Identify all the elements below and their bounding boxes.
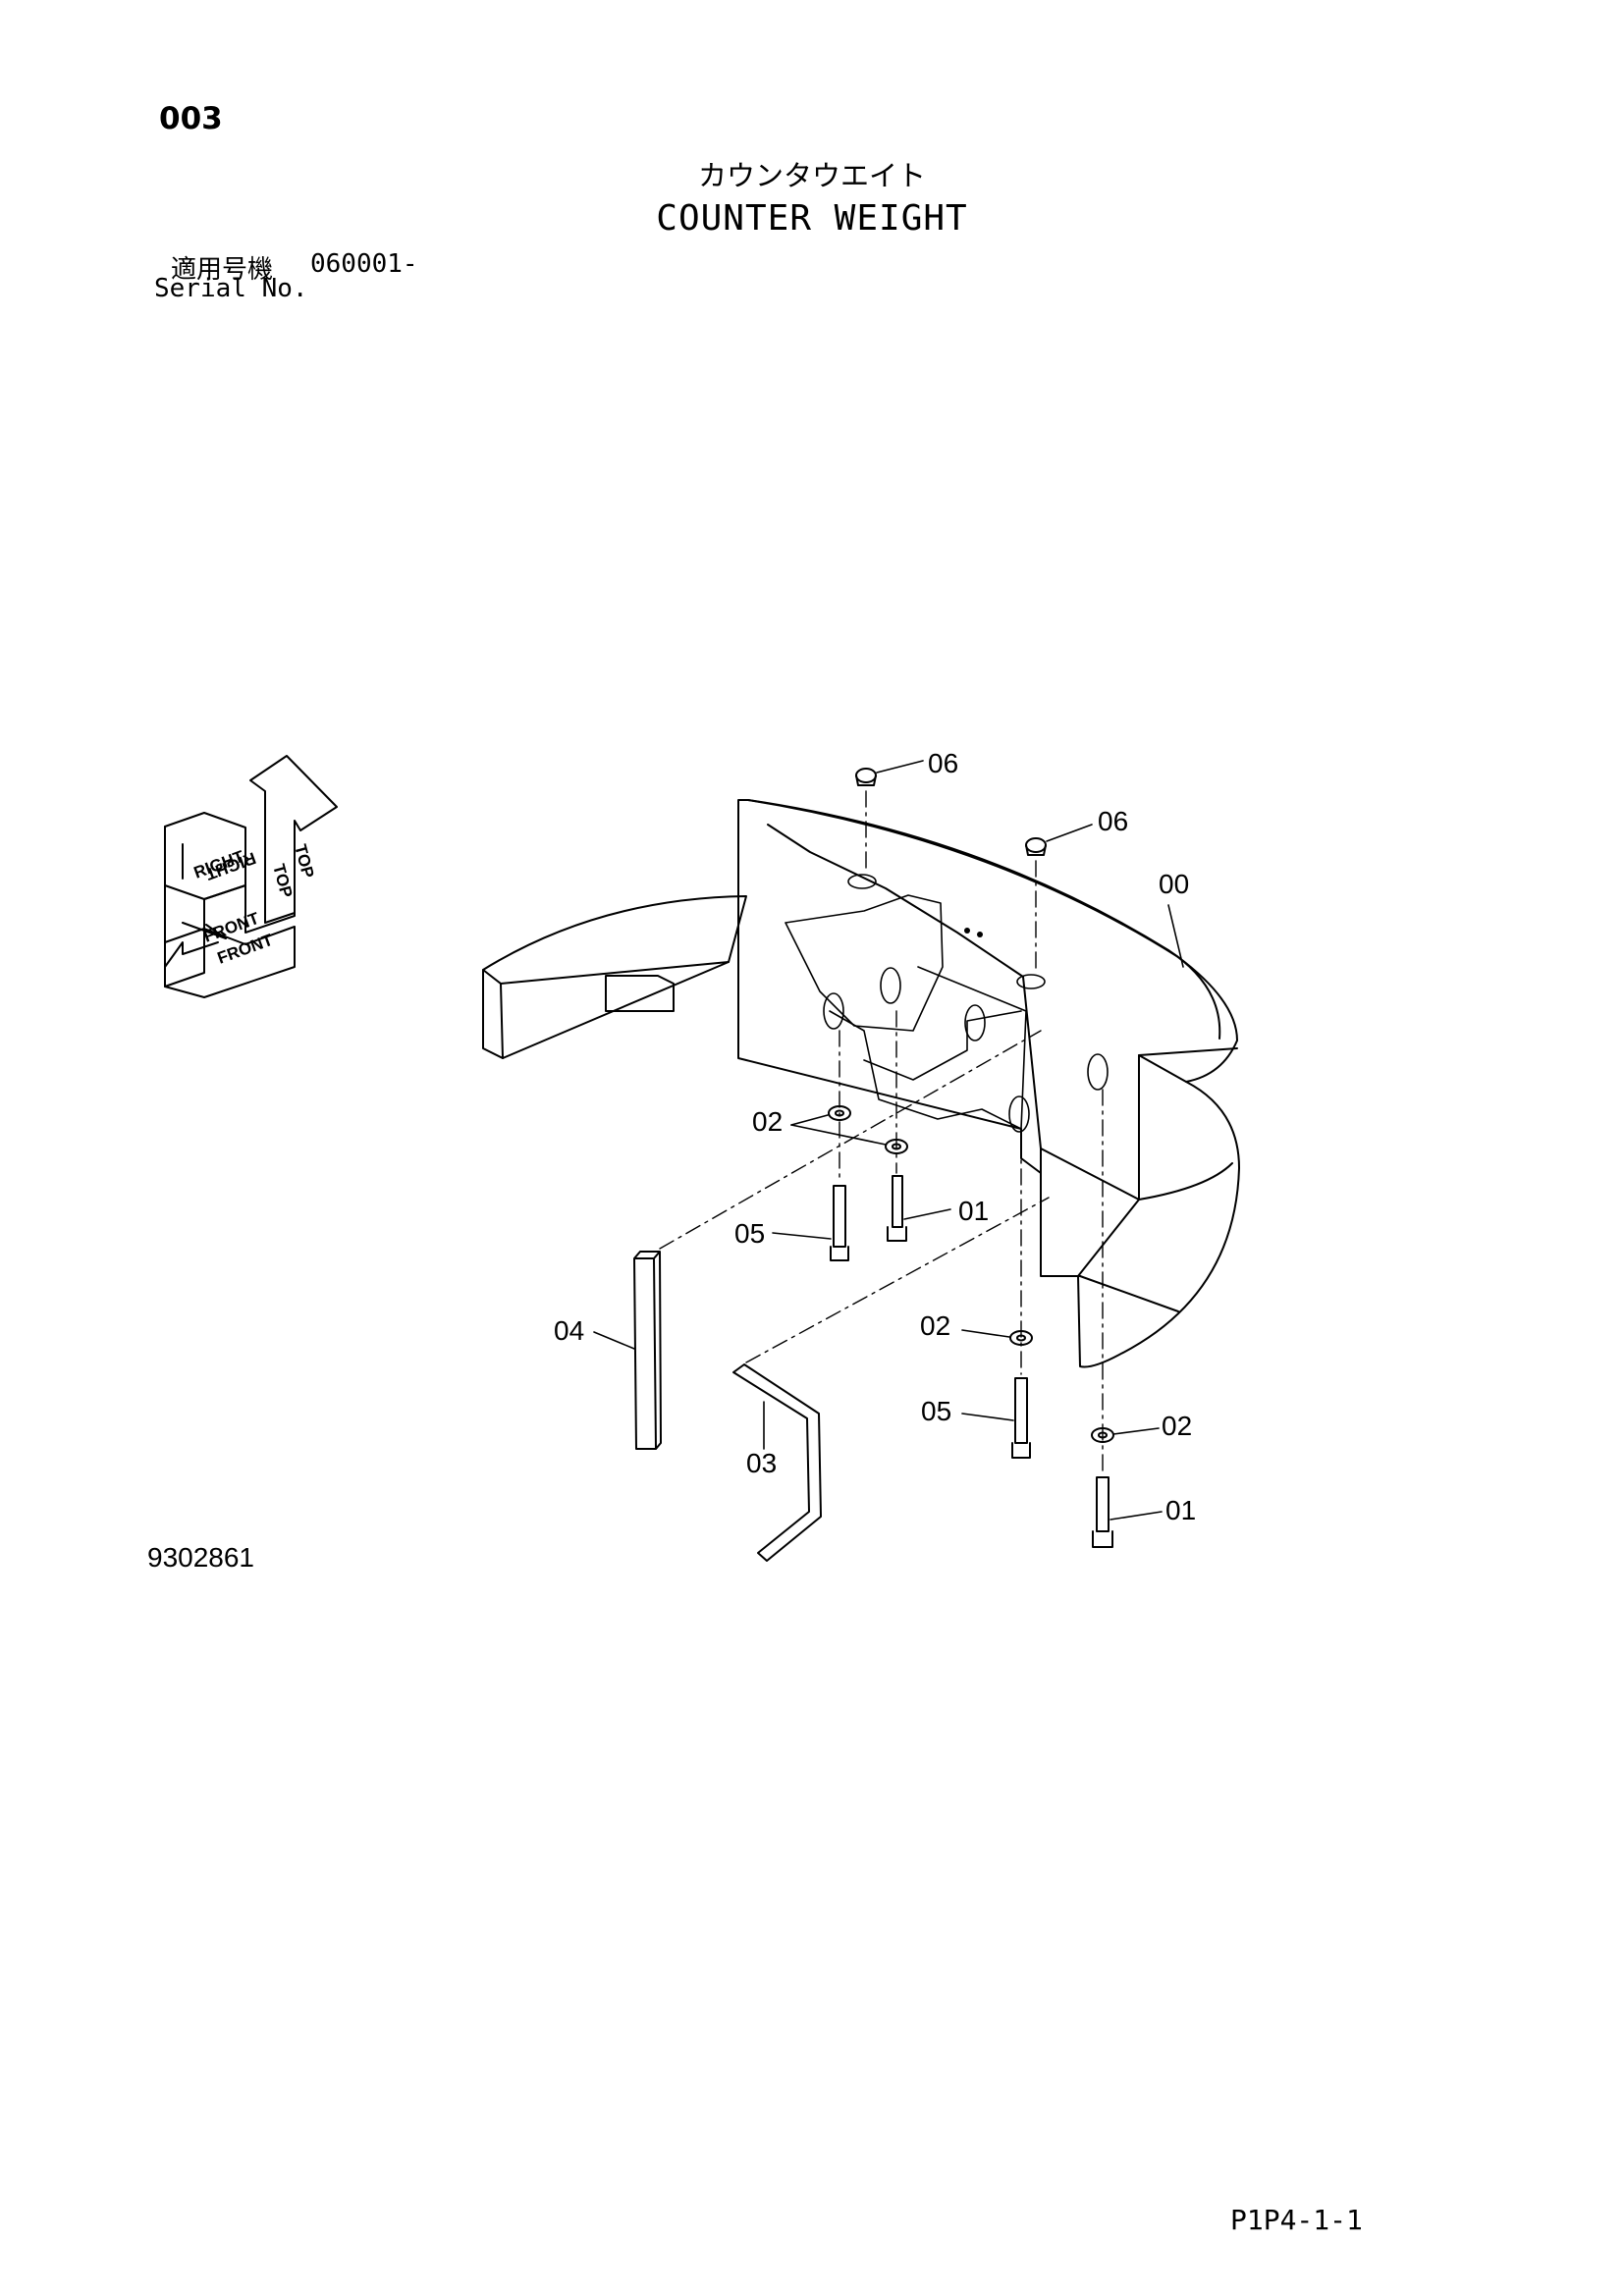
washers bbox=[828, 1105, 1114, 1443]
callout-06: 06 bbox=[928, 748, 958, 778]
orientation-cube-front-face bbox=[164, 926, 296, 998]
callout-06: 06 bbox=[1098, 806, 1128, 836]
bolt-head bbox=[1092, 1530, 1113, 1548]
orientation-right-arrow bbox=[182, 843, 227, 939]
counterweight-left-slot bbox=[605, 975, 675, 1012]
bolt-long bbox=[833, 1185, 846, 1248]
counterweight-right-wing bbox=[1077, 1081, 1240, 1368]
serial-label-japanese: 適用号機 bbox=[171, 255, 274, 285]
title-japanese: カウンタウエイト bbox=[697, 159, 926, 192]
leader-02a-1 bbox=[790, 1114, 829, 1126]
callout-02: 02 bbox=[752, 1106, 783, 1137]
pocket-floor-edge bbox=[829, 1010, 1022, 1130]
bolt-short bbox=[892, 1175, 903, 1228]
page-number: 003 bbox=[159, 101, 223, 136]
bolts bbox=[830, 1175, 1113, 1548]
leader-05b bbox=[961, 1413, 1014, 1421]
assembly-lines bbox=[659, 790, 1104, 1473]
sheet-code: P1P4-1-1 bbox=[1230, 2204, 1363, 2236]
leader-01a bbox=[903, 1208, 951, 1220]
callout-04: 04 bbox=[554, 1315, 584, 1346]
callout-05: 05 bbox=[734, 1218, 765, 1249]
callout-00: 00 bbox=[1159, 869, 1189, 899]
bolt-thread-hole bbox=[880, 967, 901, 1004]
drawing-number: 9302861 bbox=[147, 1542, 255, 1573]
callout-03: 03 bbox=[746, 1448, 777, 1478]
bolt-short bbox=[1096, 1476, 1110, 1532]
counterweight-right-wing-edges bbox=[1079, 1162, 1233, 1312]
serial-number-value: 060001- bbox=[310, 249, 418, 279]
counterweight-left-top bbox=[482, 895, 747, 1059]
callout-labels: 06 06 00 02 01 05 04 02 05 02 03 01 bbox=[554, 748, 1196, 1525]
pocket-bottom-rib bbox=[863, 1010, 1022, 1081]
leader-06a bbox=[876, 760, 924, 774]
bolt-thread-hole bbox=[1087, 1053, 1109, 1091]
counterweight-top-edge bbox=[747, 799, 1221, 1040]
pocket-right-rib bbox=[917, 966, 1027, 1130]
cap-plugs bbox=[855, 768, 1047, 856]
callout-05: 05 bbox=[921, 1396, 951, 1426]
leader-06b bbox=[1046, 824, 1093, 842]
orientation-top-arrow bbox=[249, 755, 338, 924]
cap-plug bbox=[1025, 837, 1047, 853]
serial-label: Serial No. bbox=[154, 274, 308, 303]
leader-02c bbox=[1112, 1427, 1160, 1435]
shim-bar bbox=[633, 1251, 662, 1450]
callout-02: 02 bbox=[1162, 1411, 1192, 1441]
loose-parts bbox=[633, 1251, 822, 1562]
leader-02a-2 bbox=[790, 1124, 887, 1146]
orientation-top-label-2: TOP bbox=[269, 862, 296, 899]
counterweight-rear-panel bbox=[1040, 1148, 1081, 1277]
cap-plug-stem bbox=[1025, 844, 1047, 856]
counterweight-right-notch bbox=[1138, 1047, 1238, 1056]
callout-01: 01 bbox=[1165, 1495, 1196, 1525]
leader-lines bbox=[593, 760, 1184, 1521]
counterweight-left-front bbox=[500, 983, 504, 1059]
bolt-boss bbox=[1016, 974, 1046, 989]
leader-05a bbox=[772, 1232, 832, 1240]
bolt-boss bbox=[847, 874, 877, 889]
counterweight-main-shell bbox=[737, 799, 1238, 1201]
marker-dot bbox=[977, 932, 983, 937]
orientation-front-arrow bbox=[164, 941, 219, 968]
bolt-thread-hole bbox=[823, 992, 844, 1030]
leader-01b bbox=[1110, 1511, 1163, 1521]
counterweight-pockets bbox=[785, 874, 1109, 1133]
cap-plug-stem bbox=[855, 774, 877, 786]
leader-00 bbox=[1167, 904, 1184, 968]
orientation-cube-left-face bbox=[164, 826, 205, 988]
bolt-head bbox=[887, 1226, 907, 1242]
bolt-head bbox=[1011, 1442, 1031, 1459]
pocket-hole bbox=[964, 1004, 986, 1041]
bolt-long bbox=[1014, 1377, 1028, 1444]
callout-02: 02 bbox=[920, 1310, 950, 1341]
pocket-left-rib bbox=[785, 894, 944, 1032]
callout-01: 01 bbox=[958, 1196, 989, 1226]
bolt-head bbox=[830, 1246, 849, 1261]
bracket-plate bbox=[732, 1363, 822, 1562]
cap-plug bbox=[855, 768, 877, 783]
counterweight-body bbox=[482, 799, 1240, 1368]
bolt-thread-hole bbox=[1008, 1095, 1030, 1133]
page-title: COUNTER WEIGHT bbox=[656, 198, 968, 239]
marker-dot bbox=[964, 928, 970, 934]
orientation-indicator: TOP TOP RIGHT RIGHT FRONT FRONT bbox=[164, 755, 338, 998]
leader-02b bbox=[961, 1329, 1010, 1338]
leader-04 bbox=[593, 1331, 635, 1350]
counterweight-inner-wall bbox=[767, 824, 1042, 1149]
